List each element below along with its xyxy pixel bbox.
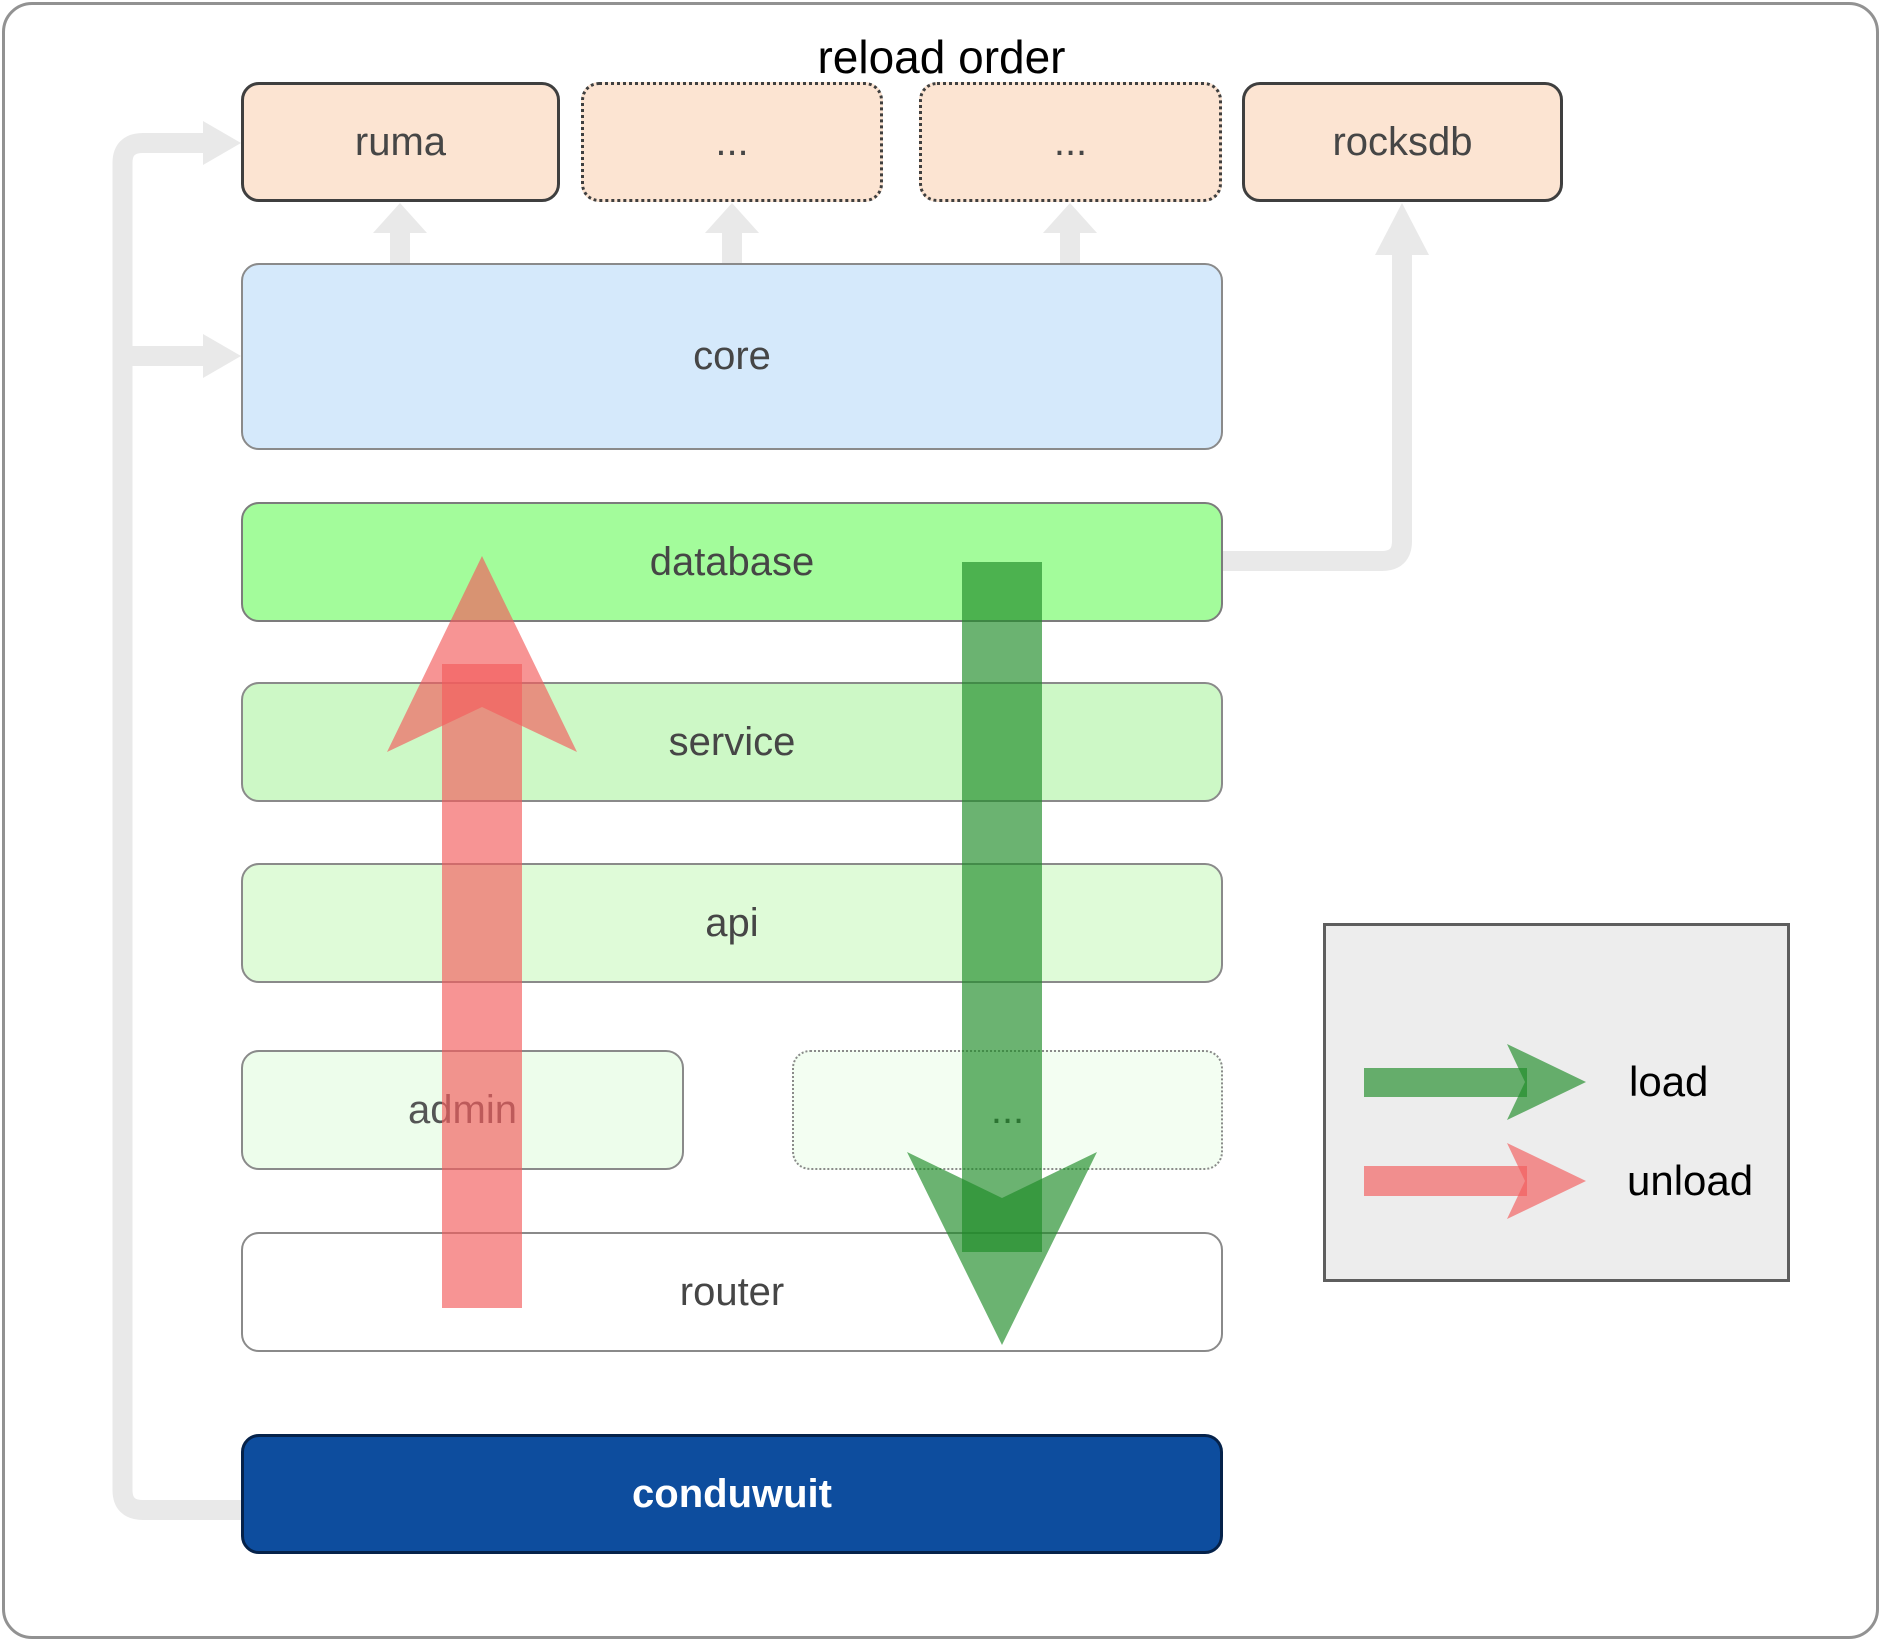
legend-title: reload order [817, 31, 1066, 83]
dependency-arrow-core-icon [203, 334, 241, 378]
legend-load-label: load [1629, 1058, 1709, 1105]
node-crate-mid: ... [792, 1050, 1223, 1170]
node-service: service [241, 682, 1223, 802]
legend-unload-label: unload [1627, 1157, 1754, 1204]
node-database: database [241, 502, 1223, 622]
node-admin: admin [241, 1050, 684, 1170]
dependency-arrow-top3-icon [1043, 203, 1097, 233]
connector-conduwuit-to-ruma [112, 133, 241, 1520]
dependency-arrow-top1-icon [373, 203, 427, 233]
node-ruma: ruma [241, 82, 560, 202]
dependency-arrow-top2-icon [705, 203, 759, 233]
legend-box [1323, 923, 1790, 1282]
node-rocksdb: rocksdb [1242, 82, 1563, 202]
node-core: core [241, 263, 1223, 450]
node-conduwuit: conduwuit [241, 1434, 1223, 1554]
dependency-arrow-rocksdb-icon [1375, 203, 1429, 255]
node-api: api [241, 863, 1223, 983]
node-router: router [241, 1232, 1223, 1352]
node-crate-top-2: ... [919, 82, 1222, 202]
node-crate-top-1: ... [581, 82, 883, 202]
connector-database-to-rocksdb [1223, 255, 1412, 571]
dependency-arrow-ruma-icon [203, 121, 241, 165]
